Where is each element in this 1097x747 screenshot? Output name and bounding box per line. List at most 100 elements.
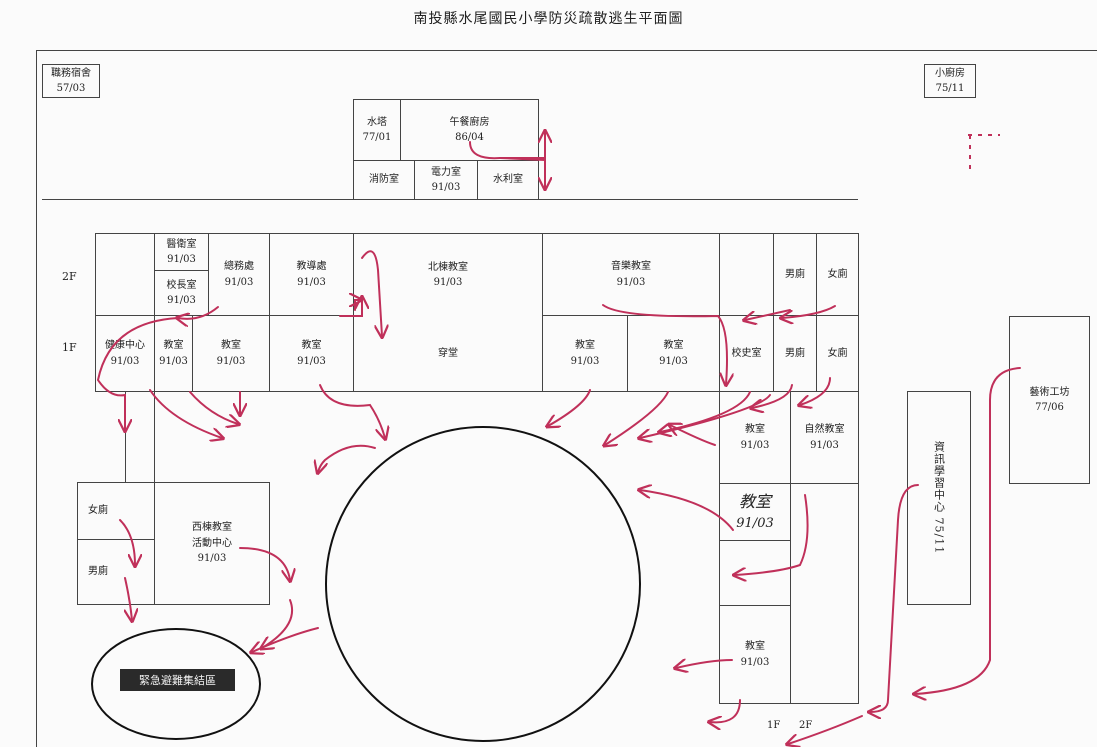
room-name: 西棟教室 xyxy=(192,522,232,534)
floor-label-1f: 1F xyxy=(62,341,77,354)
evacuation-arrow xyxy=(469,132,545,160)
evacuation-arrow xyxy=(870,484,919,712)
room-name: 水利室 xyxy=(493,174,523,186)
evacuation-arrow xyxy=(361,250,382,336)
room-name: 藝術工坊 xyxy=(1029,386,1070,398)
room-code: 91/03 xyxy=(616,276,646,288)
evacuation-arrow xyxy=(735,494,809,575)
evacuation-arrow xyxy=(788,715,863,744)
floor-label-bottom-1f: 1F xyxy=(767,720,781,731)
evacuation-arrow xyxy=(96,317,179,430)
evacuation-arrow xyxy=(125,577,132,620)
west-corridor-line xyxy=(154,391,155,483)
evacuation-arrow xyxy=(800,377,831,405)
north-building-bottom xyxy=(95,391,859,392)
room-name: 穿堂 xyxy=(438,347,458,359)
evacuation-arrow xyxy=(782,305,836,318)
room-name: 女廁 xyxy=(88,505,108,517)
evacuation-arrow xyxy=(602,304,727,384)
evacuation-arrow xyxy=(319,384,385,438)
room-name: 教室 xyxy=(301,340,322,351)
evacuation-arrow xyxy=(915,367,1021,694)
room-name: 校長室 xyxy=(166,279,197,291)
room-code: 91/03 xyxy=(167,254,196,265)
room-name: 健康中心 xyxy=(105,340,145,351)
room-west-building: 西棟教室 活動中心 91/03 xyxy=(154,482,270,605)
room-art-workshop: 藝術工坊 77/06 xyxy=(1009,316,1090,484)
room-name: 教室 xyxy=(745,641,765,652)
room-name: 女廁 xyxy=(827,268,848,280)
room-north-building: 北棟教室 91/03 xyxy=(354,233,542,316)
room-name: 總務處 xyxy=(224,261,254,272)
room-name: 職務宿舍 xyxy=(51,67,91,79)
evacuation-arrow xyxy=(355,300,360,311)
room-code: 86/04 xyxy=(455,132,484,143)
room-name: 資訊學習中心 75/11 xyxy=(932,441,946,555)
room-code: 91/03 xyxy=(659,355,688,367)
room-code: 91/03 xyxy=(736,516,774,532)
evacuation-arrow xyxy=(339,298,362,317)
room-name: 北棟教室 xyxy=(428,261,468,273)
floor-label-bottom-2f: 2F xyxy=(799,720,813,731)
room-name: 男廁 xyxy=(785,347,805,359)
evacuation-arrow xyxy=(605,391,669,445)
room-code: 91/03 xyxy=(431,182,461,193)
room-name: 自然教室 xyxy=(804,424,845,435)
room-code: 91/03 xyxy=(224,276,254,288)
room-east-blank-tall xyxy=(790,483,859,704)
west-corridor-line xyxy=(125,391,126,483)
floor-label-2f: 2F xyxy=(62,270,77,283)
room-code: 91/03 xyxy=(297,355,326,367)
room-name: 水塔 xyxy=(367,116,387,128)
room-name: 女廁 xyxy=(827,347,848,359)
evacuation-arrow xyxy=(239,547,290,580)
room-code: 91/03 xyxy=(110,355,140,367)
evacuation-arrow xyxy=(676,660,733,668)
room-name: 教室 xyxy=(745,424,765,435)
room-name: 教室 xyxy=(738,491,771,511)
room-class-east-b: 教室 91/03 xyxy=(719,605,791,704)
room-code: 77/01 xyxy=(362,132,392,143)
room-small-kitchen: 小廚房 75/11 xyxy=(924,64,976,98)
room-code: 91/03 xyxy=(197,553,227,565)
assembly-area-ellipse xyxy=(91,628,261,740)
room-code: 77/06 xyxy=(1035,402,1064,413)
room-code: 91/03 xyxy=(216,355,246,367)
evacuation-arrow xyxy=(640,490,734,531)
room-name: 電力室 xyxy=(431,166,461,178)
evacuation-arrow xyxy=(670,425,716,446)
evacuation-arrow xyxy=(119,519,135,565)
room-name: 男廁 xyxy=(785,268,805,280)
room-sub: 活動中心 xyxy=(192,537,232,549)
room-name: 男廁 xyxy=(88,566,108,578)
playground-circle xyxy=(325,426,641,742)
site-boundary xyxy=(36,50,1097,747)
room-name: 教室 xyxy=(575,340,595,351)
evacuation-arrow xyxy=(189,391,238,424)
room-corridor: 穿堂 xyxy=(354,315,542,392)
room-dorm: 職務宿舍 57/03 xyxy=(42,64,100,98)
room-name: 校史室 xyxy=(731,347,762,359)
evacuation-arrow xyxy=(252,627,319,652)
room-name: 音樂教室 xyxy=(611,261,651,272)
evacuation-arrow xyxy=(640,394,771,438)
evacuation-arrow xyxy=(178,306,219,319)
scan-marks xyxy=(968,134,1000,170)
evacuation-arrow xyxy=(149,389,222,438)
evacuation-arrow xyxy=(262,599,294,648)
assembly-area-label: 緊急避難集結區 xyxy=(120,669,235,691)
map-title: 南投縣水尾國民小學防災疏散逃生平面圖 xyxy=(413,11,684,27)
room-name: 教室 xyxy=(221,340,241,351)
room-code: 91/03 xyxy=(740,656,770,668)
evacuation-arrow xyxy=(499,157,545,188)
room-name: 午餐廚房 xyxy=(449,116,490,128)
evacuation-arrow xyxy=(548,389,591,426)
room-code: 91/03 xyxy=(570,355,600,367)
room-name: 消防室 xyxy=(369,174,399,186)
room-it-center: 資訊學習中心 75/11 xyxy=(907,391,971,605)
evacuation-arrow xyxy=(710,699,741,722)
room-code: 75/11 xyxy=(935,83,965,94)
room-code: 91/03 xyxy=(740,439,770,451)
room-code: 91/03 xyxy=(297,276,326,288)
